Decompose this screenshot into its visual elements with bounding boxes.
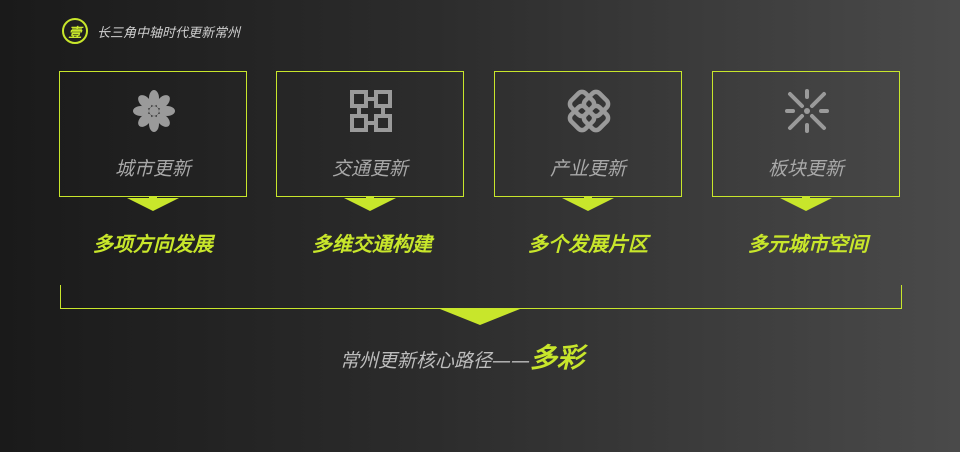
down-arrow bbox=[127, 198, 179, 211]
group-bracket bbox=[60, 285, 902, 309]
card-subtitle: 多维交通构建 bbox=[312, 232, 432, 256]
section-title: 长三角中轴时代更新常州 bbox=[97, 25, 241, 41]
card-subtitle: 多个发展片区 bbox=[528, 232, 648, 256]
down-arrow bbox=[780, 198, 832, 211]
card-traffic-renewal: 交通更新 bbox=[276, 71, 464, 197]
section-header: 壹 长三角中轴时代更新常州 bbox=[62, 18, 240, 44]
card-industry-renewal: 产业更新 bbox=[494, 71, 682, 197]
down-arrow-large bbox=[440, 309, 520, 325]
summary-text: 常州更新核心路径——多彩 bbox=[340, 342, 610, 376]
card-subtitle: 多项方向发展 bbox=[93, 232, 213, 256]
summary-accent: 多彩 bbox=[530, 343, 585, 374]
flower-icon bbox=[133, 90, 175, 132]
down-arrow bbox=[344, 198, 396, 211]
card-label: 板块更新 bbox=[767, 158, 844, 180]
section-badge: 壹 bbox=[62, 18, 88, 44]
chain-link-icon bbox=[567, 89, 611, 133]
card-urban-renewal: 城市更新 bbox=[59, 71, 247, 197]
down-arrow bbox=[562, 198, 614, 211]
summary-lead: 常州更新核心路径—— bbox=[340, 350, 531, 372]
cross-lines-icon bbox=[785, 89, 829, 133]
card-label: 城市更新 bbox=[114, 158, 191, 180]
card-label: 产业更新 bbox=[549, 158, 626, 180]
card-subtitle: 多元城市空间 bbox=[748, 232, 868, 256]
card-label: 交通更新 bbox=[331, 158, 408, 180]
grid-knot-icon bbox=[350, 90, 392, 132]
card-district-renewal: 板块更新 bbox=[712, 71, 900, 197]
